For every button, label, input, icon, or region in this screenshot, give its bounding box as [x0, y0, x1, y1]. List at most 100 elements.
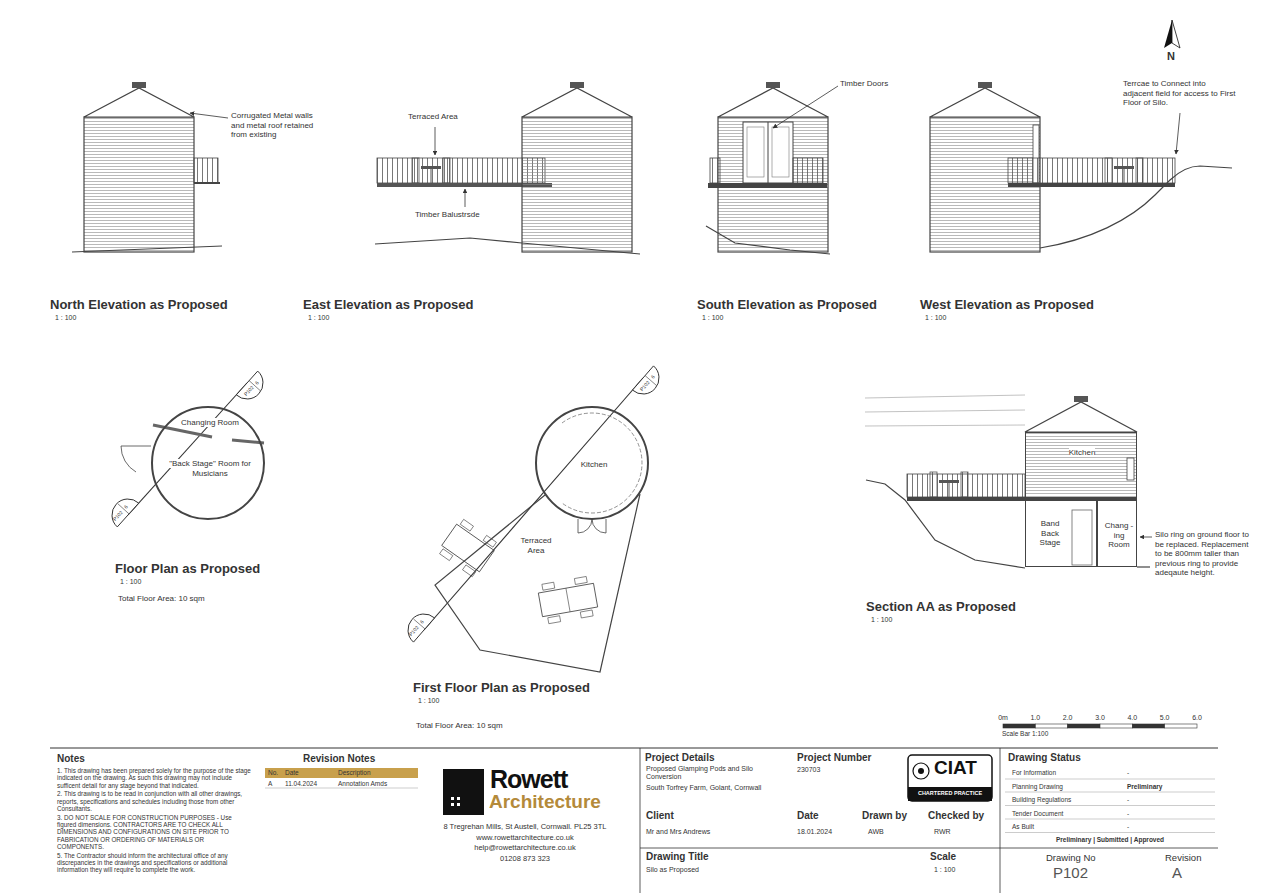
- title-block: [265, 768, 418, 778]
- block-heading: Revision Notes: [303, 753, 375, 765]
- status-row: As Built: [1012, 823, 1034, 831]
- west-elevation: [930, 82, 1232, 252]
- first-floor-plan: [463, 565, 476, 577]
- table-cell: A: [268, 780, 272, 788]
- scale-bar: [1003, 724, 1035, 728]
- ground-floor-plan: [232, 440, 264, 443]
- south-elevation: [768, 122, 769, 183]
- east-elevation: [375, 238, 640, 254]
- block-heading: Client: [646, 810, 674, 822]
- west-elevation: [1008, 183, 1175, 187]
- note-text: 1. This drawing has been prepared solely…: [57, 767, 252, 789]
- first-floor-plan: [548, 616, 561, 624]
- table-header: No.: [268, 769, 278, 777]
- scale-bar: [1165, 724, 1197, 728]
- status-key: Preliminary | Submitted | Approved: [1005, 836, 1215, 844]
- logo-text: Architecture: [489, 791, 601, 814]
- logo-text: CHARTERED PRACTICE: [908, 790, 992, 797]
- title-block: [1005, 832, 1215, 833]
- south-elevation: [708, 183, 827, 188]
- view-title: First Floor Plan as Proposed: [413, 680, 590, 696]
- view-title: West Elevation as Proposed: [920, 297, 1094, 313]
- east-elevation: [412, 158, 450, 183]
- room-label-box: "Back Stage" Room for Musicians: [163, 459, 257, 478]
- room-label-box: Terraced Area: [513, 536, 559, 555]
- title-block: [443, 769, 484, 815]
- view-title: East Elevation as Proposed: [303, 297, 474, 313]
- annotation: Corrugated Metal walls and metal roof re…: [231, 111, 317, 140]
- north-arrow: [1164, 20, 1172, 48]
- section-aa: [865, 425, 1025, 426]
- block-heading: Checked by: [928, 810, 984, 822]
- scale-number: 1.0: [1025, 714, 1045, 722]
- section-aa: [1140, 537, 1152, 538]
- section-aa: [865, 410, 1025, 412]
- scale-number: 4.0: [1122, 714, 1142, 722]
- title-block: [451, 803, 454, 806]
- title-block: [1000, 748, 1001, 893]
- terrace-outline: [430, 486, 650, 678]
- first-floor-plan: [592, 519, 606, 533]
- room-label: Kitchen: [1069, 448, 1096, 457]
- north-elevation: [72, 246, 222, 252]
- room-label-box: Kitchen: [1052, 448, 1112, 458]
- scale-number: 2.0: [1058, 714, 1078, 722]
- east-elevation: [377, 158, 545, 183]
- east-elevation: [465, 189, 466, 207]
- ground-floor-plan: [112, 371, 264, 527]
- first-floor-plan: [440, 549, 453, 561]
- first-floor-plan: [580, 610, 593, 618]
- title-block: [1005, 819, 1215, 820]
- north-elevation: [194, 158, 218, 183]
- section-room: Chang -ing Room: [1097, 500, 1137, 567]
- title-block: [457, 803, 460, 806]
- annotation: Silo ring on ground floor to be replaced…: [1155, 530, 1250, 578]
- block-heading: Project Number: [797, 752, 871, 764]
- first-floor-plan: [574, 576, 587, 584]
- room-label-box: Changing Room: [170, 418, 250, 428]
- section-aa: [1074, 396, 1088, 402]
- block-value: 1 : 100: [934, 866, 955, 874]
- scale-number: 0m: [993, 714, 1013, 722]
- scale-bar: [1035, 724, 1067, 728]
- title-block: [1005, 805, 1215, 806]
- east-elevation: [435, 127, 436, 155]
- block-heading: Drawing Status: [1008, 752, 1081, 764]
- status-value: -: [1127, 796, 1129, 804]
- first-floor-plan: [633, 366, 660, 394]
- room-label-box: Chang -ing Room: [1102, 521, 1136, 550]
- view-scale: 1 : 100: [925, 314, 946, 322]
- annotation: Terraced Area: [408, 112, 458, 122]
- room-label: Chang -ing Room: [1105, 521, 1133, 549]
- first-floor-plan: [538, 583, 597, 616]
- scale-bar: [1068, 724, 1100, 728]
- north-arrow: [1164, 20, 1180, 48]
- block-value: AWB: [868, 828, 884, 836]
- east-elevation: [375, 82, 640, 254]
- floor-area: Total Floor Area: 10 sqm: [118, 594, 205, 604]
- block-heading: Notes: [57, 753, 85, 765]
- contact-line: 8 Tregrehan Mills, St Austell, Cornwall.…: [425, 822, 625, 831]
- status-value: -: [1127, 810, 1129, 818]
- title-block: [908, 787, 992, 801]
- title-block: [913, 763, 929, 779]
- north-elevation: [84, 82, 194, 252]
- first-floor-plan: [483, 535, 496, 547]
- block-heading: Project Details: [645, 752, 714, 764]
- room-label-box: Kitchen: [559, 460, 629, 470]
- title-block: [640, 848, 1218, 849]
- room-label: "Back Stage" Room for Musicians: [169, 459, 251, 478]
- block-heading: Date: [797, 810, 819, 822]
- first-floor-plan: [578, 519, 592, 533]
- table-header: Date: [285, 769, 299, 777]
- block-value: 18.01.2024: [797, 828, 832, 836]
- south-elevation: [747, 127, 764, 177]
- title-block: [50, 748, 1218, 749]
- room-label: Changing Room: [181, 418, 239, 427]
- note-text: 5. The Contractor should inform the arch…: [57, 852, 252, 874]
- revision-letter: A: [1172, 864, 1182, 882]
- note-text: 2. This drawing is to be read in conjunc…: [57, 790, 252, 812]
- north-label: N: [1167, 50, 1175, 63]
- view-scale: 1 : 100: [308, 314, 329, 322]
- block-value: Mr and Mrs Andrews: [646, 828, 710, 836]
